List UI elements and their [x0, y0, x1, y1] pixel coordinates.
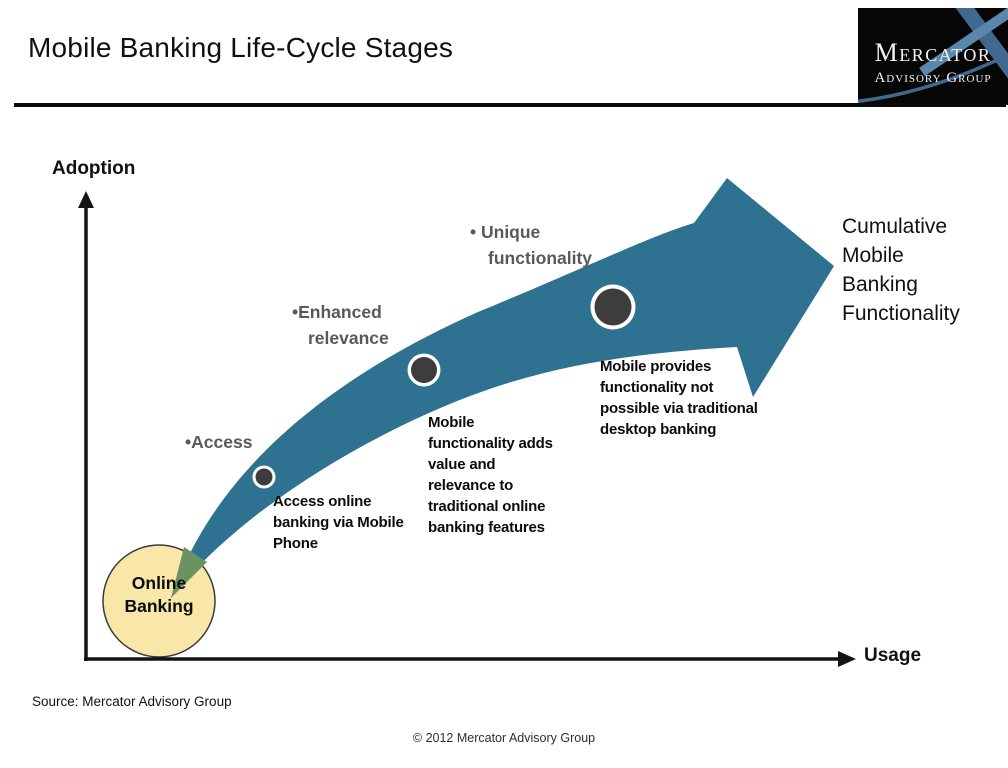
stage-label-access: •Access: [185, 432, 253, 452]
header-divider: [14, 103, 1006, 107]
stage-desc-enhanced-relevance: Mobile functionality adds value and rele…: [428, 414, 553, 536]
growth-arrow: [171, 178, 834, 598]
x-axis: [84, 651, 856, 667]
logo-text-mercator: Mercator: [874, 38, 992, 67]
stage-dot-unique-functionality: [590, 284, 636, 330]
page-title: Mobile Banking Life-Cycle Stages: [28, 32, 454, 63]
logo-swoosh-graphic: [858, 8, 1008, 105]
y-axis-arrowhead: [78, 191, 94, 208]
stage-dot-access: [252, 465, 276, 489]
stage-dot-enhanced-relevance: [407, 353, 441, 387]
x-axis-label: Usage: [864, 645, 922, 666]
y-axis-label: Adoption: [52, 158, 136, 179]
logo-text-advisory-group: Advisory Group: [874, 70, 992, 86]
stage-desc-unique-functionality: Mobile provides functionality not possib…: [600, 358, 758, 438]
y-axis: [78, 191, 94, 661]
copyright-note: © 2012 Mercator Advisory Group: [412, 731, 596, 745]
x-axis-arrowhead: [838, 651, 856, 667]
online-banking-label: Online Banking: [124, 573, 194, 616]
mercator-logo: Mercator Advisory Group: [858, 8, 1008, 105]
stage-label-unique-functionality: • Unique functionality: [470, 222, 593, 268]
arrow-tail-overlap: [171, 547, 207, 598]
outcome-label: Cumulative Mobile Banking Functionality: [842, 215, 960, 325]
stage-desc-access: Access online banking via Mobile Phone: [273, 493, 404, 552]
source-note: Source: Mercator Advisory Group: [32, 694, 232, 709]
stage-label-enhanced-relevance: •Enhanced relevance: [292, 302, 389, 348]
